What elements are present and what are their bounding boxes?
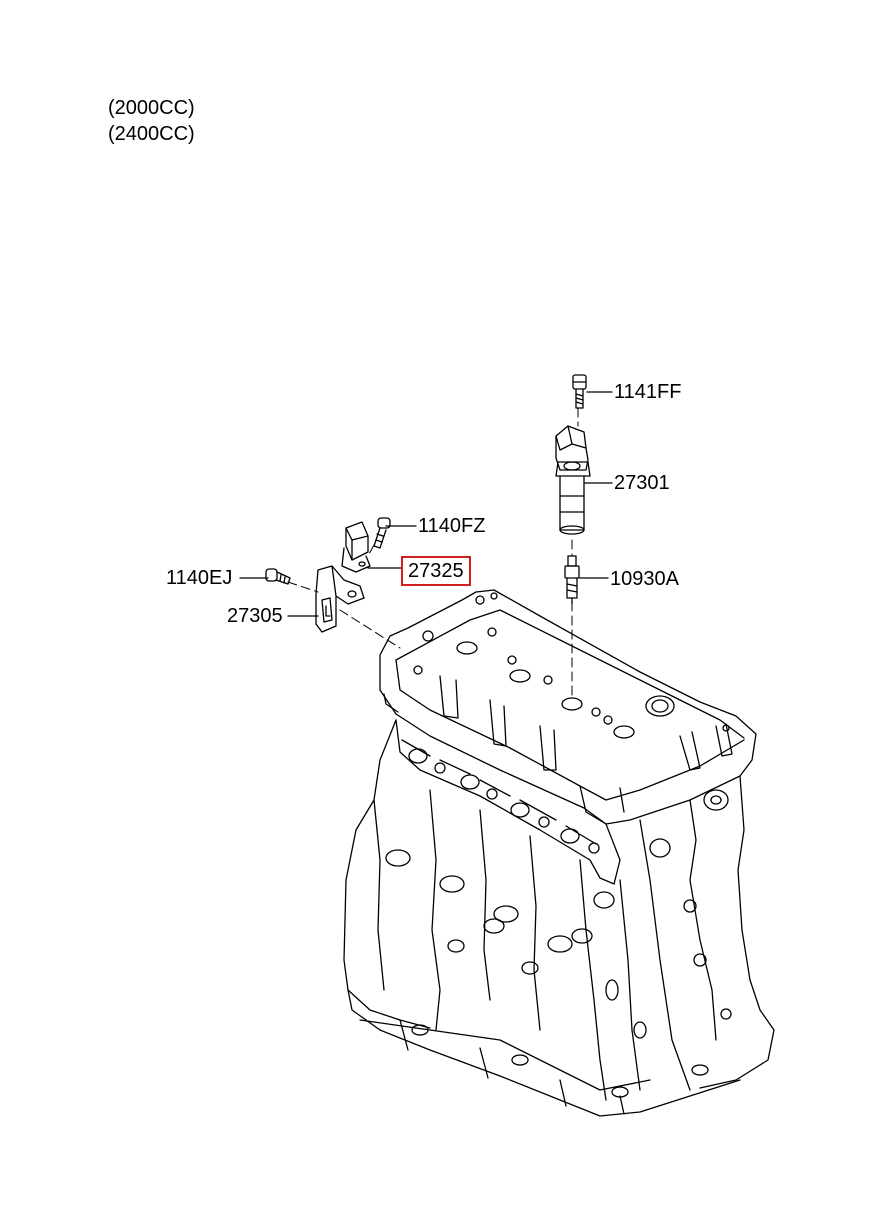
part-label-10930a[interactable]: 10930A	[609, 567, 680, 591]
bolt-1141ff-icon[interactable]	[572, 374, 587, 409]
part-label-27305[interactable]: 27305	[226, 604, 284, 628]
part-label-27325[interactable]: 27325	[401, 556, 471, 586]
engine-note-2400cc: (2400CC)	[108, 123, 195, 145]
engine-note-2000cc: (2000CC)	[108, 97, 195, 119]
bolt-1140fz-icon[interactable]	[373, 517, 391, 549]
part-label-1140ej[interactable]: 1140EJ	[165, 566, 234, 590]
cam-position-sensor-27325-icon[interactable]	[341, 521, 371, 573]
bolt-1140ej-icon[interactable]	[265, 568, 291, 585]
assembly-dash-lines	[287, 407, 579, 701]
bracket-27305-icon[interactable]	[315, 565, 365, 633]
part-label-1140fz[interactable]: 1140FZ	[417, 514, 487, 538]
engine-block-icon	[343, 589, 775, 1117]
part-label-1141ff[interactable]: 1141FF	[613, 380, 683, 404]
leader-lines	[239, 391, 613, 617]
spark-plug-10930a-icon[interactable]	[564, 555, 580, 605]
ignition-coil-27301-icon[interactable]	[555, 425, 591, 535]
part-label-27301[interactable]: 27301	[613, 471, 671, 495]
